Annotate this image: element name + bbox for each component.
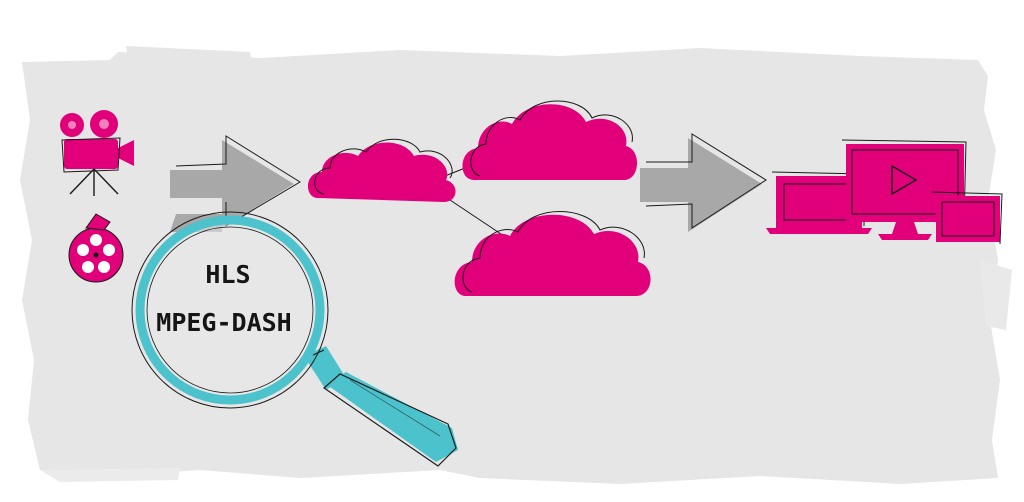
arrow-deliver (640, 133, 767, 232)
play-icon (891, 164, 918, 196)
cdn-cloud-bottom (454, 211, 651, 296)
film-reel-icon (68, 213, 124, 283)
protocol-label-hls: HLS (205, 260, 250, 289)
movie-camera-icon (60, 110, 134, 196)
cdn-cloud-top (462, 100, 638, 180)
origin-cloud (307, 138, 456, 202)
multi-device-icon (766, 139, 1003, 245)
protocol-label-mpeg-dash: MPEG-DASH (156, 308, 291, 337)
tablet-icon (931, 191, 1003, 245)
magnifier-icon: HLS MPEG-DASH (131, 211, 458, 467)
magnifier-lens (131, 211, 329, 409)
